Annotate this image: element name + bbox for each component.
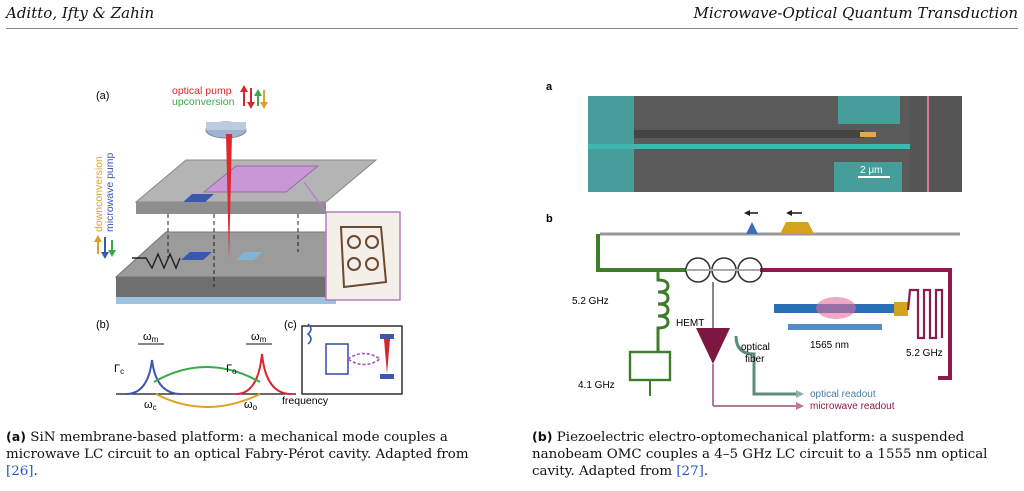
hemt-amplifier xyxy=(696,328,730,364)
fig-b-panel-a-label: a xyxy=(546,82,553,93)
microwave-arrows xyxy=(94,235,116,259)
circuit-inductor xyxy=(306,323,312,345)
microwave-pump-label: microwave pump xyxy=(104,152,116,232)
down-arc xyxy=(155,393,261,408)
header-authors: Aditto, Ifty & Zahin xyxy=(6,4,155,22)
optical-resonance xyxy=(235,353,292,395)
wavelength-label: 1565 nm xyxy=(810,340,849,351)
green-inductor xyxy=(656,270,670,352)
figure-a: (a) optical pump upconversion downconver… xyxy=(86,82,408,412)
inset-pointer xyxy=(303,181,327,213)
membrane-pad xyxy=(181,194,214,204)
base-substrate xyxy=(116,297,336,304)
optical-readout-label: optical readout xyxy=(810,389,876,400)
pulse-small xyxy=(746,222,758,234)
up-arc xyxy=(153,366,261,383)
caption-b-citation-link[interactable]: [27] xyxy=(676,464,704,479)
optical-readout-arrow xyxy=(796,390,804,398)
inset-photo xyxy=(325,211,401,301)
sem-nanobeam xyxy=(634,130,864,138)
top-frame-edge xyxy=(136,202,326,214)
chip-capacitor xyxy=(181,252,212,260)
microwave-resonance xyxy=(125,359,182,395)
circuit-frame xyxy=(301,325,403,395)
piezo-pad xyxy=(894,302,908,316)
caption-b: (b) Piezoelectric electro-optomechanical… xyxy=(532,428,1018,480)
circuit-beam xyxy=(384,339,390,374)
maroon-inductor xyxy=(906,288,944,340)
circuit-mechanics xyxy=(347,352,382,366)
optical-fiber-label-1: optical xyxy=(741,342,770,353)
circuit-mirror-bottom xyxy=(380,374,394,379)
hemt-label: HEMT xyxy=(676,318,704,329)
caption-a: (a) SiN membrane-based platform: a mecha… xyxy=(6,428,494,480)
caption-b-text: Piezoelectric electro-optomechanical pla… xyxy=(532,430,988,479)
chip-mirror xyxy=(236,252,262,260)
caption-a-tag: (a) xyxy=(6,429,27,444)
frequency-label: frequency xyxy=(282,395,329,407)
microwave-readout-label: microwave readout xyxy=(810,401,895,412)
left-line xyxy=(596,234,686,272)
vertical-labels: downconversion microwave pump xyxy=(93,152,116,232)
caption-a-end: . xyxy=(33,464,38,479)
circuit-mirror-top xyxy=(380,334,394,339)
pulse-large xyxy=(780,222,814,234)
freq-label-4-1: 4.1 GHz xyxy=(578,380,615,391)
caption-b-end: . xyxy=(703,464,709,479)
arrow-large-head xyxy=(786,210,792,216)
freq-label-right-5-2: 5.2 GHz xyxy=(906,348,943,359)
optical-fiber-label-2: fiber xyxy=(745,354,765,365)
upconversion-label: upconversion xyxy=(172,96,235,108)
membrane xyxy=(202,165,320,193)
alignment-lines xyxy=(167,214,299,287)
downconversion-label: downconversion xyxy=(93,156,105,232)
green-resonator xyxy=(628,350,672,382)
inset-lattice xyxy=(339,226,388,289)
pump-arrows xyxy=(240,85,268,109)
figure-b-drawing: a 2 μm b 5.2 GHz 4.1 GHz HEMT microwave … xyxy=(546,81,962,412)
right-line xyxy=(760,268,952,380)
optical-fiber-path xyxy=(734,335,798,396)
lens-body xyxy=(206,122,246,130)
caption-a-citation-link[interactable]: [26] xyxy=(6,464,34,479)
sem-top-right-pad xyxy=(838,96,900,124)
caption-b-tag: (b) xyxy=(532,429,553,444)
feed-waveguide xyxy=(788,324,882,330)
chip-inductor xyxy=(132,252,181,270)
fig-b-panel-b-label: b xyxy=(546,213,553,225)
freq-label-left-5-2: 5.2 GHz xyxy=(572,296,609,307)
sem-piezo xyxy=(860,132,876,137)
base-chip-edge xyxy=(116,277,336,297)
cavity-mode xyxy=(816,297,856,319)
optical-pump-label: optical pump xyxy=(172,85,232,97)
sem-waveguide xyxy=(588,144,918,149)
caption-a-text: SiN membrane-based platform: a mechanica… xyxy=(6,430,469,462)
fig-a-panel-a-label: (a) xyxy=(96,90,109,102)
sem-photonic-mirror xyxy=(910,96,962,192)
scale-bar-label: 2 μm xyxy=(860,165,882,176)
running-header: Aditto, Ifty & Zahin Microwave-Optical Q… xyxy=(6,4,1018,30)
header-running-title: Microwave-Optical Quantum Transduction xyxy=(693,4,1019,22)
gamma-c-label: Γc xyxy=(114,363,124,376)
figure-b: a 2 μm b 5.2 GHz 4.1 GHz HEMT microwave … xyxy=(538,81,970,418)
omega-o-label: ωo xyxy=(244,399,258,412)
omega-c-label: ωc xyxy=(144,399,157,412)
figure-a-drawing: (a) optical pump upconversion downconver… xyxy=(93,85,403,412)
fig-a-panel-c-label: (c) xyxy=(284,319,297,331)
circuit-capacitor xyxy=(325,343,349,375)
header-rule xyxy=(6,28,1018,29)
omega-m-label-left: ωm xyxy=(143,331,159,344)
gamma-o-label: Γo xyxy=(226,363,237,376)
optical-beam xyxy=(226,134,232,260)
microwave-readout-arrow xyxy=(796,402,804,410)
fig-a-panel-b-label: (b) xyxy=(96,319,109,331)
arrow-small-head xyxy=(744,210,750,216)
omega-m-label-right: ωm xyxy=(251,331,267,344)
